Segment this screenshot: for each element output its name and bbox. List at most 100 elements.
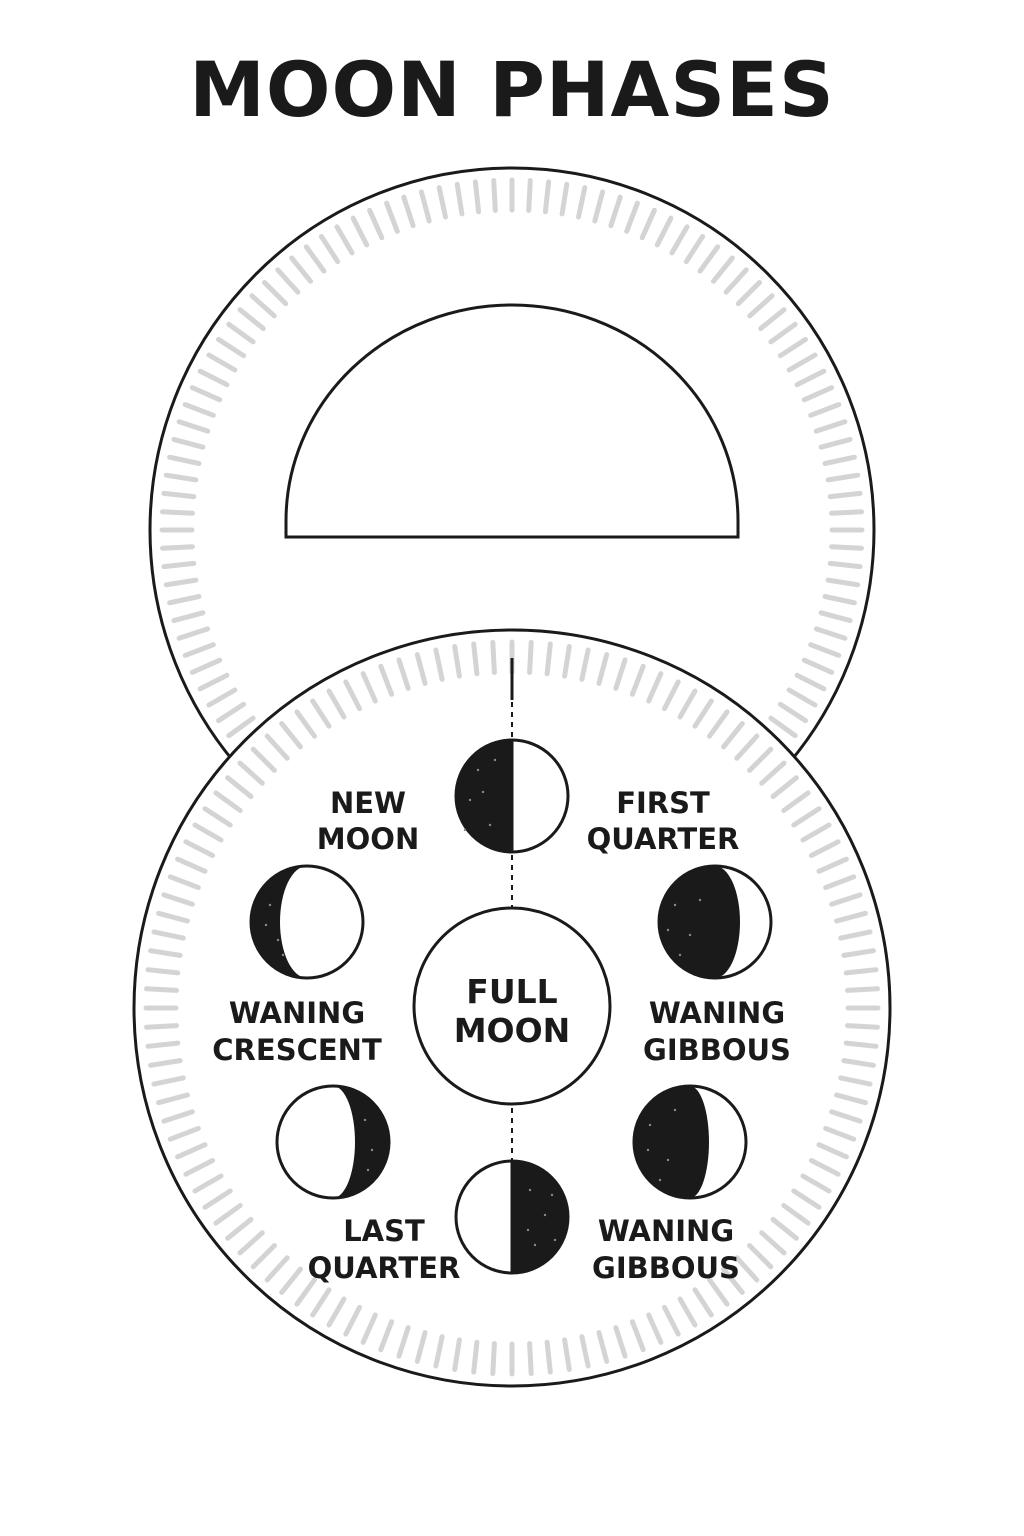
rim-tick [646, 1312, 664, 1345]
rim-tick [225, 1217, 254, 1241]
rim-tick [250, 1243, 277, 1270]
rim-tick [559, 181, 570, 217]
rim-tick [303, 244, 327, 274]
rim-tick [816, 1142, 849, 1160]
rim-tick [721, 1266, 745, 1295]
svg-text:GIBBOUS: GIBBOUS [643, 1033, 791, 1067]
rim-tick [747, 1243, 774, 1270]
rim-tick [151, 929, 186, 941]
rim-tick [145, 967, 181, 976]
rim-tick [176, 626, 211, 641]
rim-tick [829, 509, 864, 516]
rim-tick [677, 688, 698, 720]
rim-tick [206, 352, 238, 373]
rim-tick [197, 368, 230, 388]
svg-text:FIRST: FIRST [616, 786, 710, 820]
rim-tick [176, 419, 211, 434]
speckle [264, 923, 268, 927]
rim-tick [401, 194, 416, 229]
rim-tick [692, 1287, 714, 1318]
rim-tick [279, 721, 303, 750]
moon-lower-left [275, 1084, 391, 1200]
rim-tick [758, 307, 787, 332]
rim-tick [163, 577, 199, 588]
rim-tick [697, 244, 721, 274]
rim-tick [829, 892, 863, 907]
rim-tick [845, 1023, 880, 1030]
rim-tick [777, 701, 808, 724]
speckle [366, 1168, 370, 1172]
rim-tick [237, 1230, 265, 1256]
rim-tick [160, 544, 195, 551]
rim-tick [823, 874, 857, 891]
rim-tick [794, 672, 827, 692]
rim-tick [161, 560, 197, 570]
dark-half-icon [456, 740, 512, 852]
rim-tick [418, 189, 432, 224]
speckle [533, 1243, 537, 1247]
rim-tick [770, 775, 799, 799]
phase-label-waning-crescent: WANING CRESCENT [212, 996, 382, 1067]
rim-tick [825, 577, 861, 588]
svg-text:MOON: MOON [317, 822, 419, 856]
rim-tick [192, 822, 224, 843]
speckle [673, 903, 677, 907]
speckle [526, 1228, 530, 1232]
rim-tick [542, 179, 552, 215]
moon-bottom [454, 1159, 570, 1275]
rim-tick [527, 1341, 534, 1376]
rim-tick [237, 307, 266, 332]
rim-tick [794, 368, 827, 388]
rim-tick [710, 255, 735, 284]
crescent-icon [333, 1086, 389, 1198]
rim-tick [454, 181, 465, 217]
rim-tick [250, 746, 277, 773]
rim-tick [677, 1296, 698, 1328]
rim-tick [183, 1158, 216, 1177]
rim-tick [360, 1312, 378, 1345]
rim-tick [747, 293, 775, 319]
rim-tick [167, 1125, 201, 1142]
rim-tick [562, 1337, 572, 1372]
speckle [488, 823, 492, 827]
rim-tick [596, 652, 610, 686]
rim-tick [156, 910, 190, 924]
back-disc-ticks [159, 177, 865, 739]
rim-tick [414, 652, 428, 686]
rim-tick [526, 178, 533, 213]
rim-tick [189, 657, 223, 675]
rim-tick [768, 715, 798, 739]
rim-tick [596, 1330, 610, 1364]
rim-tick [151, 1075, 186, 1087]
full-moon: FULL MOON [412, 906, 612, 1106]
speckle [476, 768, 480, 772]
rim-tick [171, 610, 206, 624]
rim-tick [279, 1266, 303, 1295]
rim-tick [707, 709, 730, 739]
speckle [363, 1118, 367, 1122]
rim-tick [800, 1173, 832, 1194]
rim-tick [334, 224, 355, 256]
rim-tick [202, 1188, 233, 1210]
viewing-window[interactable] [284, 303, 740, 539]
rim-tick [808, 642, 842, 658]
rim-tick [827, 560, 863, 570]
rim-tick [350, 215, 370, 248]
rim-tick [197, 672, 230, 692]
speckle [678, 953, 682, 957]
rim-tick [579, 647, 591, 682]
speckle [481, 790, 485, 794]
rim-tick [161, 892, 195, 907]
rim-tick [367, 207, 385, 241]
rim-tick [527, 640, 534, 675]
rim-tick [202, 806, 233, 828]
rim-tick [734, 1255, 760, 1283]
rim-tick [161, 1109, 195, 1124]
rim-tick [834, 1092, 868, 1106]
speckle [666, 928, 670, 932]
rim-tick [249, 293, 277, 319]
rim-tick [156, 1092, 190, 1106]
front-disc-ticks [143, 639, 881, 1377]
rim-tick [384, 200, 400, 234]
rim-tick [378, 1319, 395, 1353]
